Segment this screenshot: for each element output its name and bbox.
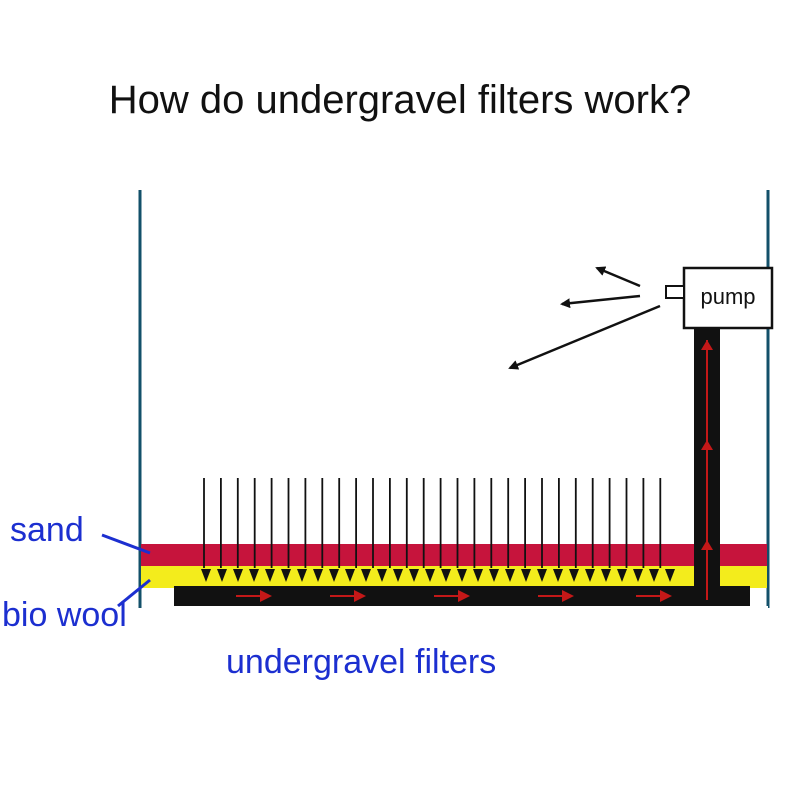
outflow-arrow-lower	[508, 304, 661, 370]
wool-triangle	[265, 569, 275, 582]
wool-triangle	[249, 569, 259, 582]
plate-flow-arrowhead	[354, 590, 366, 602]
wool-triangle	[377, 569, 387, 582]
wool-triangle	[601, 569, 611, 582]
diagram-title: How do undergravel filters work?	[108, 78, 692, 122]
bio-wool-label: bio wool	[2, 596, 127, 634]
sand-pointer-line	[101, 533, 151, 555]
wool-triangle	[649, 569, 659, 582]
tank-floor-gap	[150, 606, 768, 610]
wool-triangle	[617, 569, 627, 582]
plate-flow-arrowhead	[458, 590, 470, 602]
wool-triangle	[329, 569, 339, 582]
wool-triangle	[457, 569, 467, 582]
pump-body	[682, 266, 774, 330]
outflow-arrow-upper	[595, 266, 641, 288]
wool-triangle	[521, 569, 531, 582]
pump-outlet-nozzle	[665, 285, 685, 299]
wool-triangle	[409, 569, 419, 582]
wool-triangle	[505, 569, 515, 582]
undergravel-filters-label: undergravel filters	[226, 643, 497, 681]
plate-flow-arrowhead	[260, 590, 272, 602]
tube-flow-arrowhead	[701, 540, 713, 550]
wool-triangle	[313, 569, 323, 582]
bio-wool-pointer-line	[117, 578, 151, 608]
wool-triangle	[217, 569, 227, 582]
pump-label: pump	[700, 284, 755, 309]
wool-triangle	[441, 569, 451, 582]
sand-label: sand	[10, 511, 84, 549]
outflow-arrow-middle	[560, 294, 641, 309]
wool-triangle	[425, 569, 435, 582]
wool-triangle	[281, 569, 291, 582]
wool-triangle	[201, 569, 211, 582]
wool-triangle	[585, 569, 595, 582]
wool-triangle	[633, 569, 643, 582]
water-downflow-lines	[203, 478, 662, 568]
wool-triangle	[569, 569, 579, 582]
wool-triangle	[233, 569, 243, 582]
plate-flow-arrowhead	[562, 590, 574, 602]
wool-triangle	[553, 569, 563, 582]
bio-wool-layer	[141, 566, 767, 588]
plate-flow-arrowhead	[660, 590, 672, 602]
tube-flow-arrowhead	[701, 440, 713, 450]
wool-triangle	[345, 569, 355, 582]
wool-triangle	[361, 569, 371, 582]
wool-triangle	[473, 569, 483, 582]
wool-triangle	[393, 569, 403, 582]
plate-flow-arrows	[236, 590, 672, 602]
sand-layer	[141, 544, 767, 566]
wool-triangle	[537, 569, 547, 582]
wool-triangle	[297, 569, 307, 582]
tube-flow-arrowhead	[701, 340, 713, 350]
bio-wool-triangles	[201, 569, 675, 582]
uplift-tube-arrows	[701, 340, 713, 600]
wool-triangle	[665, 569, 675, 582]
wool-triangle	[489, 569, 499, 582]
